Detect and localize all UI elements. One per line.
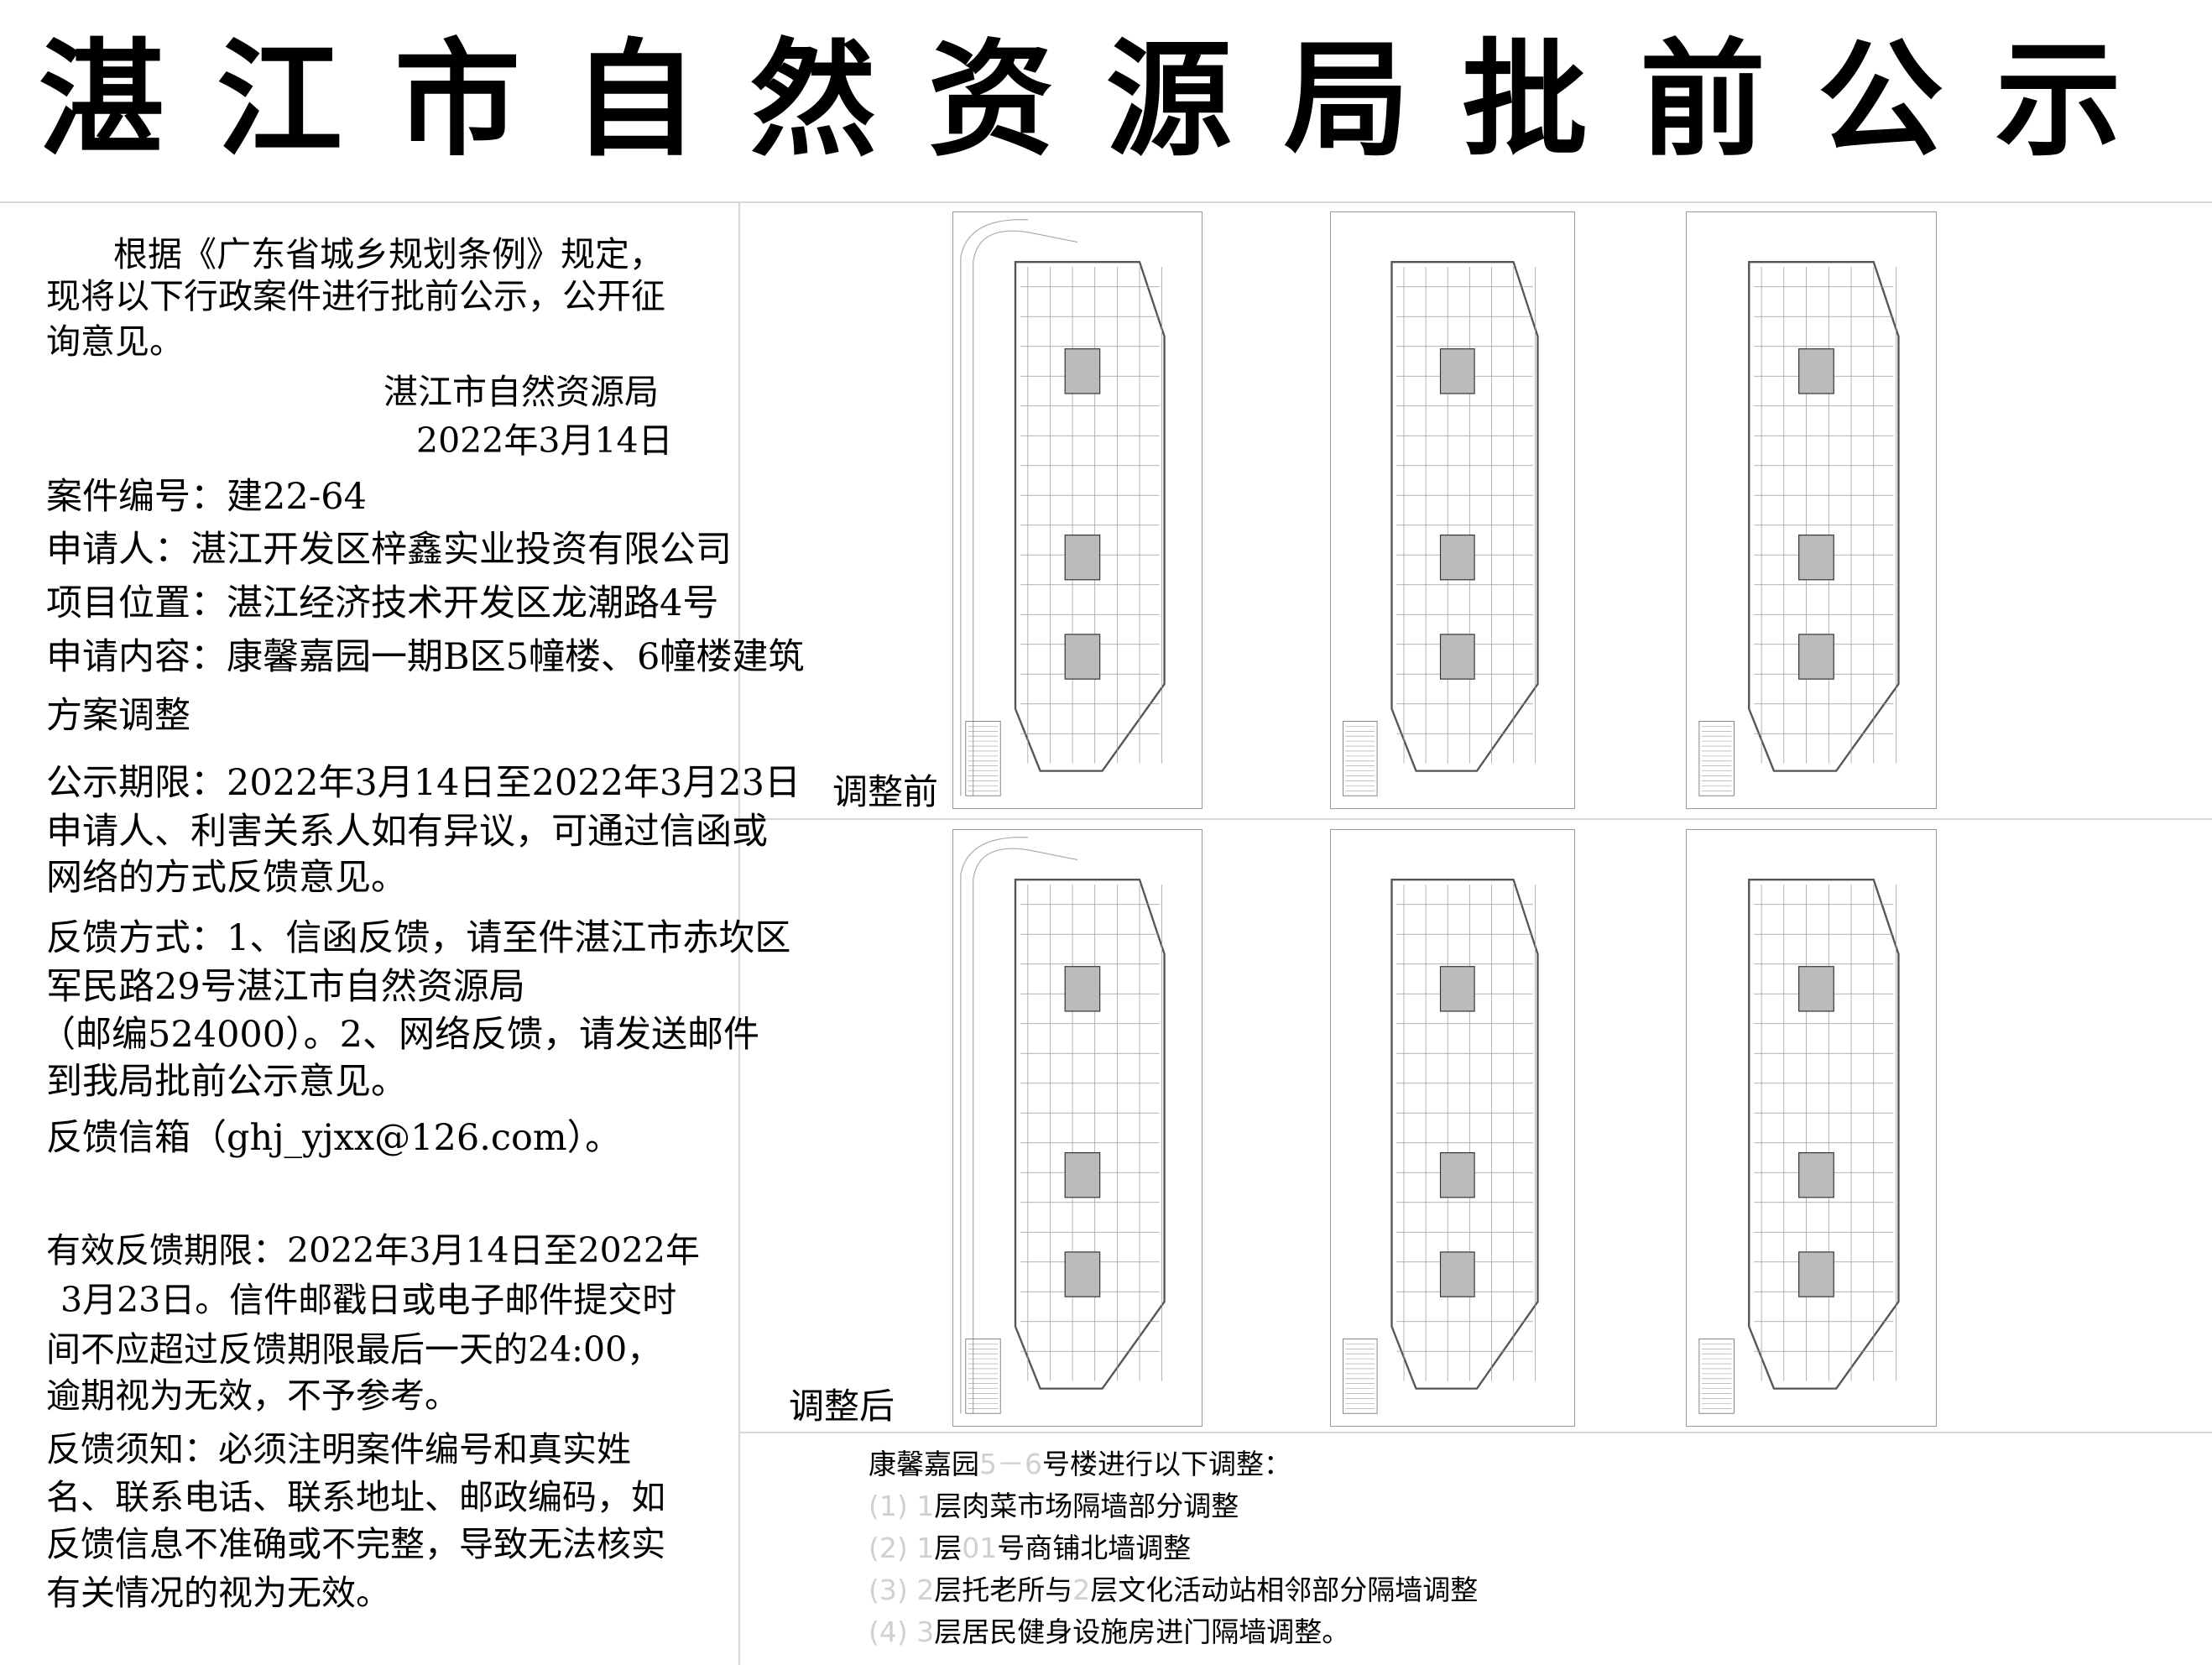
announcement-line: 申请内容：康馨嘉园一期B区5幢楼、6幢楼建筑 bbox=[46, 636, 805, 678]
notes-heading-faint: 5－6 bbox=[979, 1448, 1042, 1480]
announcement-line: 申请人、利害关系人如有异议，可通过信函或 bbox=[46, 811, 768, 853]
panel-divider bbox=[738, 201, 740, 1665]
notes-heading-b: 号楼进行以下调整： bbox=[1042, 1448, 1291, 1480]
note-item: (2) 1层01号商铺北墙调整 bbox=[869, 1529, 1191, 1568]
note-num: (4) bbox=[869, 1615, 908, 1648]
announcement-line: 反馈信箱（ghj_yjxx@126.com）。 bbox=[46, 1117, 622, 1159]
note-unit: 01 bbox=[962, 1532, 998, 1564]
after-label: 调整后 bbox=[789, 1386, 895, 1427]
note-floor: 2 bbox=[1072, 1574, 1091, 1606]
announcement-line: 申请人：湛江开发区梓鑫实业投资有限公司 bbox=[46, 529, 732, 571]
note-num: (2) bbox=[869, 1532, 908, 1564]
note-text: 层文化活动站相邻部分隔墙调整 bbox=[1090, 1574, 1479, 1606]
announcement-line: 3月23日。信件邮戳日或电子邮件提交时 bbox=[60, 1280, 677, 1320]
announcement-line: 名、联系电话、联系地址、邮政编码，如 bbox=[46, 1477, 665, 1517]
announcement-line: 方案调整 bbox=[46, 695, 190, 737]
notes-divider bbox=[740, 1432, 2212, 1433]
after-floor-plan-2 bbox=[1330, 829, 1575, 1427]
announcement-line: 网络的方式反馈意见。 bbox=[46, 857, 407, 899]
before-floor-plan-2 bbox=[1330, 211, 1575, 809]
note-text: 号商铺北墙调整 bbox=[997, 1532, 1192, 1564]
announcement-line: 逾期视为无效，不予参考。 bbox=[46, 1375, 459, 1416]
before-floor-plan-3 bbox=[1686, 211, 1937, 809]
announcement-line: 军民路29号湛江市自然资源局 bbox=[46, 966, 525, 1008]
announcement-line: 现将以下行政案件进行批前公示，公开征 bbox=[46, 276, 665, 316]
announcement-line: 案件编号：建22-64 bbox=[46, 476, 367, 518]
announcement-line: （邮编524000）。2、网络反馈，请发送邮件 bbox=[39, 1014, 760, 1056]
announcement-line: 询意见。 bbox=[46, 321, 184, 362]
note-floor: 3 bbox=[916, 1615, 935, 1648]
after-floor-plan-1 bbox=[952, 829, 1203, 1427]
note-text: 层托老所与 bbox=[934, 1574, 1073, 1606]
note-item: (1) 1层肉菜市场隔墙部分调整 bbox=[869, 1487, 1239, 1526]
note-item: (3) 2层托老所与2层文化活动站相邻部分隔墙调整 bbox=[869, 1571, 1478, 1610]
announcement-line: 间不应超过反馈期限最后一天的24:00， bbox=[46, 1329, 662, 1370]
after-floor-plan-3 bbox=[1686, 829, 1937, 1427]
note-text: 层肉菜市场隔墙部分调整 bbox=[934, 1490, 1239, 1522]
announcement-line: 反馈须知：必须注明案件编号和真实姓 bbox=[46, 1429, 631, 1469]
note-floor: 1 bbox=[916, 1490, 935, 1522]
announcement-line: 反馈信息不准确或不完整，导致无法核实 bbox=[46, 1524, 665, 1564]
announcement-line: 湛江市自然资源局 bbox=[383, 372, 659, 412]
announcement-line: 有关情况的视为无效。 bbox=[46, 1573, 390, 1613]
announcement-line: 有效反馈期限：2022年3月14日至2022年 bbox=[46, 1230, 700, 1271]
note-num: (1) bbox=[869, 1490, 908, 1522]
page-title: 湛江市自然资源局批前公示 bbox=[38, 28, 2173, 174]
before-after-divider bbox=[740, 818, 2212, 820]
announcement-line: 2022年3月14日 bbox=[416, 420, 673, 461]
announcement-line: 根据《广东省城乡规划条例》规定， bbox=[113, 234, 664, 274]
note-item: (4) 3层居民健身设施房进门隔墙调整。 bbox=[869, 1613, 1349, 1652]
notes-heading: 康馨嘉园5－6号楼进行以下调整： bbox=[869, 1445, 1291, 1484]
note-num: (3) bbox=[869, 1574, 908, 1606]
note-floor: 2 bbox=[916, 1574, 935, 1606]
note-floor: 1 bbox=[916, 1532, 935, 1564]
before-label: 调整前 bbox=[832, 771, 939, 812]
announcement-line: 公示期限：2022年3月14日至2022年3月23日 bbox=[46, 762, 801, 804]
title-divider bbox=[0, 201, 2212, 203]
notes-heading-a: 康馨嘉园 bbox=[869, 1448, 979, 1480]
note-text: 层居民健身设施房进门隔墙调整。 bbox=[934, 1615, 1350, 1648]
announcement-line: 到我局批前公示意见。 bbox=[46, 1061, 407, 1103]
before-floor-plan-1 bbox=[952, 211, 1203, 809]
note-text: 层 bbox=[934, 1532, 963, 1564]
announcement-line: 项目位置：湛江经济技术开发区龙潮路4号 bbox=[46, 582, 719, 624]
announcement-line: 反馈方式：1、信函反馈，请至件湛江市赤坎区 bbox=[46, 917, 791, 959]
